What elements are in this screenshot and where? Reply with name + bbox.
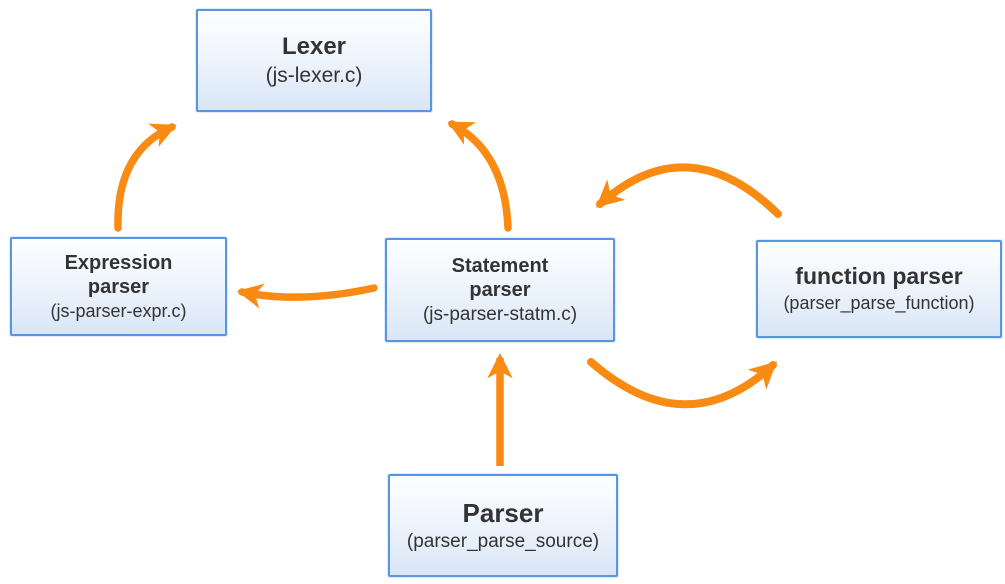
arrow-function-parser-to-statement-parser	[595, 163, 782, 218]
arrow-statement-parser-to-lexer	[447, 120, 512, 232]
node-lexer: Lexer (js-lexer.c)	[196, 9, 432, 112]
node-statement-parser-title: Statement parser	[451, 254, 549, 301]
arrow-expression-parser-to-lexer	[114, 123, 177, 232]
node-lexer-subtitle: (js-lexer.c)	[265, 64, 363, 88]
node-parser-subtitle: (parser_parse_source)	[406, 530, 600, 552]
node-expression-parser-title: Expression parser	[64, 251, 173, 298]
node-statement-parser: Statement parser (js-parser-statm.c)	[385, 238, 615, 342]
node-lexer-title: Lexer	[281, 32, 347, 60]
node-function-parser-title: function parser	[795, 263, 963, 290]
arrow-statement-parser-to-function-parser	[587, 358, 778, 409]
arrow-statement-parser-to-expression-parser	[237, 283, 378, 309]
node-parser-title: Parser	[462, 497, 544, 528]
node-expression-parser: Expression parser (js-parser-expr.c)	[10, 237, 227, 336]
node-expression-parser-subtitle: (js-parser-expr.c)	[50, 300, 187, 321]
node-parser: Parser (parser_parse_source)	[388, 474, 618, 577]
node-statement-parser-subtitle: (js-parser-statm.c)	[422, 303, 578, 325]
node-function-parser-subtitle: (parser_parse_function)	[783, 293, 975, 313]
node-function-parser: function parser (parser_parse_function)	[756, 240, 1002, 338]
